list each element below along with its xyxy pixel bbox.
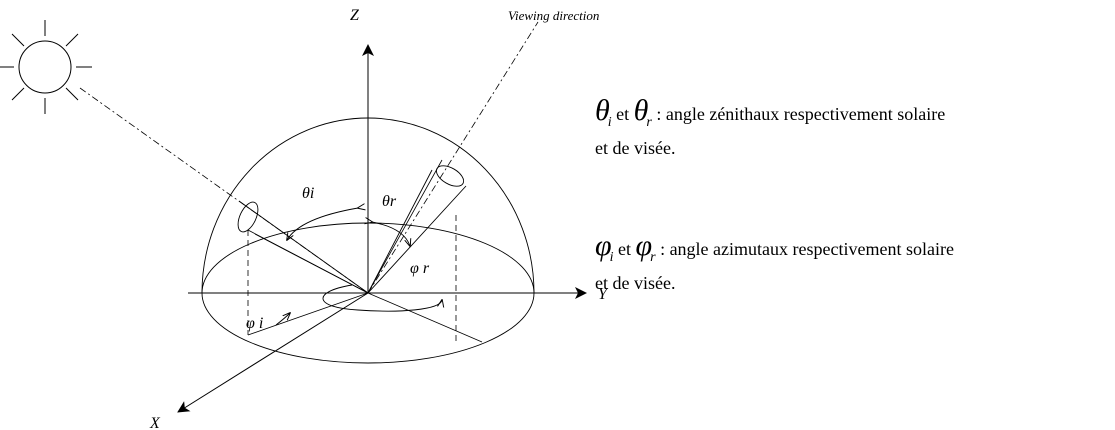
z-axis-label: Z: [350, 7, 360, 24]
phi-i-label: φ i: [246, 315, 263, 332]
theta-r-label: θr: [382, 193, 397, 210]
legend-zenith-line: θi et θr : angle zénithaux respectivemen…: [595, 96, 1110, 134]
legend-zenith-angles: θi et θr : angle zénithaux respectivemen…: [595, 96, 1110, 162]
legend-azimuth-angles: φi et φr : angle azimutaux respectivemen…: [595, 231, 1110, 297]
phi-symbol: φ: [635, 229, 653, 262]
legend-azimuth-text: : angle azimutaux respectivement solaire: [660, 239, 954, 259]
solar-incidence-cone: [237, 200, 369, 294]
y-axis-label: Y: [598, 286, 609, 303]
subscript-r: r: [650, 250, 656, 265]
phi-symbol: φ: [595, 229, 612, 262]
axes: [177, 44, 587, 413]
legend-zenith-text: : angle zénithaux respectivement solaire: [656, 104, 946, 124]
view-azimuth-projection: [367, 292, 483, 343]
phi-r-label: φ r: [410, 260, 430, 277]
et-text: et: [616, 104, 630, 124]
viewing-direction-line: [367, 21, 539, 294]
legend-azimuth-line: φi et φr : angle azimutaux respectivemen…: [595, 231, 1110, 269]
x-axis: [177, 292, 369, 413]
subscript-i: i: [607, 115, 612, 130]
legend-zenith-continuation: et de visée.: [595, 138, 676, 158]
et-text: et: [618, 239, 631, 259]
theta-symbol: θ: [595, 94, 610, 127]
viewing-direction-label: Viewing direction: [508, 8, 599, 23]
sun-icon: [0, 20, 92, 114]
subscript-r: r: [646, 115, 652, 130]
phi-i-arc: [275, 313, 290, 326]
phi-r-arc: [322, 284, 442, 312]
solar-azimuth-projection: [247, 292, 369, 336]
theta-r-arc: [372, 222, 410, 246]
bidirectional-reflectance-diagram: Z Y X Viewing direction θi θr φ r φ i: [0, 7, 609, 430]
theta-i-arc: [287, 208, 358, 240]
theta-i-label: θi: [302, 185, 314, 202]
subscript-i: i: [609, 250, 614, 265]
legend-azimuth-continuation: et de visée.: [595, 273, 676, 293]
solar-direction-line: [79, 87, 369, 294]
theta-symbol: θ: [633, 94, 649, 127]
x-axis-label: X: [149, 415, 161, 430]
